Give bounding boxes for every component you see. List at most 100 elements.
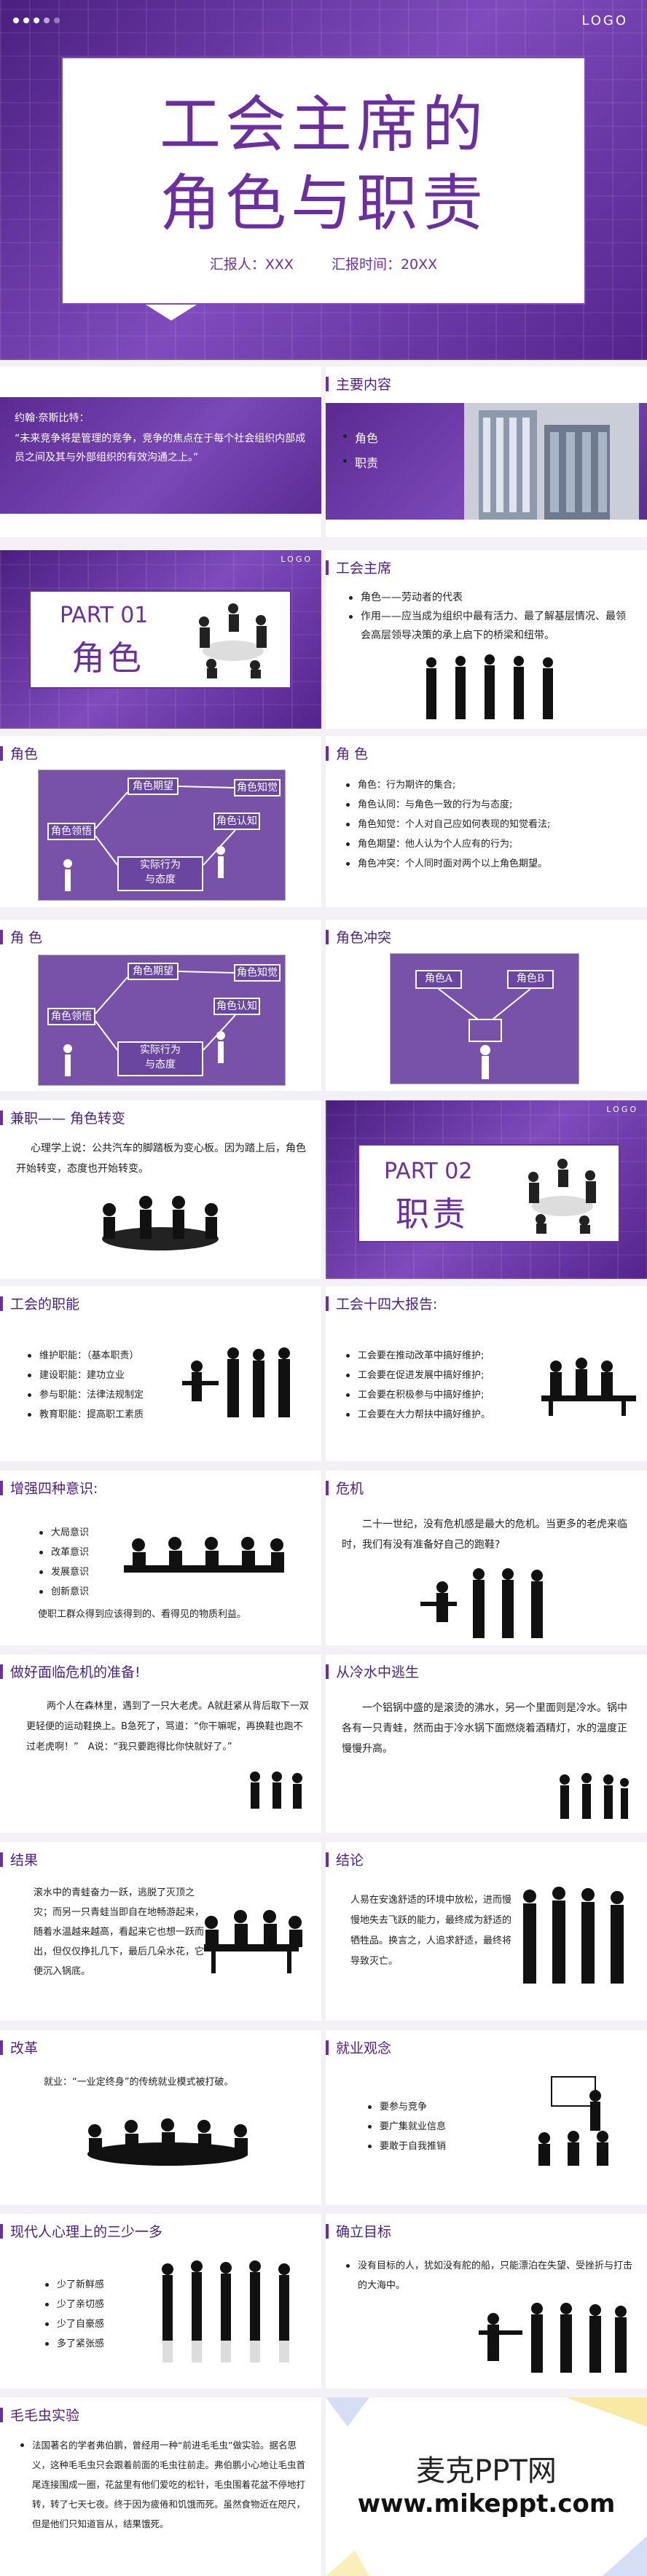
behavior-line1: 实际行为: [140, 1044, 181, 1056]
employment-list: 要参与竞争 要广集就业信息 要敢于自我推销: [366, 2097, 512, 2156]
watermark-line2: www.mikeppt.com: [357, 2489, 616, 2518]
employment-heading: 就业观念: [336, 2040, 392, 2056]
report-item: 工会要在积极参与中搞好维护;: [345, 1385, 534, 1405]
role-diagram: 角色期望 角色知觉 角色领悟 角色认知 实际行为 与态度: [38, 955, 286, 1086]
transform-heading: 兼职—— 角色转变: [10, 1111, 126, 1127]
role-diagram-heading: 角色: [10, 746, 39, 762]
slide-header: 角 色: [326, 743, 368, 763]
contents-slide: 主要内容 角色 职责: [326, 367, 647, 537]
part1-title: 角色: [71, 638, 144, 678]
part2-title: 职责: [396, 1194, 468, 1234]
modern-heading: 现代人心理上的三少一多: [10, 2224, 163, 2240]
caterpillar-heading: 毛毛虫实验: [10, 2408, 80, 2424]
behavior-line2: 与态度: [145, 1059, 176, 1070]
logo: LOGO: [281, 555, 313, 564]
cover-card: [61, 57, 586, 305]
caterpillar-slide: 毛毛虫实验 法国著名的学者弗伯鹏，曾经用一种“前进毛毛虫”做实验。据名思义，这种…: [0, 2397, 321, 2576]
transform-slide: 兼职—— 角色转变 心理学上说：公共汽车的脚踏板为变心板。因为踏上后，角色开始转…: [0, 1100, 321, 1279]
dots-decoration: [13, 17, 60, 23]
role-list-slide: 角 色 角色：行为期许的集合; 角色认同：与角色一致的行为与态度; 角色知觉：个…: [326, 736, 647, 907]
role-list-heading: 角 色: [336, 746, 369, 762]
slide-header: 主要内容: [326, 374, 391, 394]
part1-label: PART 01: [60, 603, 149, 628]
report-item: 工会要在大力帮扶中搞好维护。: [345, 1405, 534, 1425]
chair-heading: 工会主席: [336, 560, 392, 576]
report-slide: 工会十四大报告: 工会要在推动改革中搞好维护; 工会要在促进发展中搞好维护; 工…: [326, 1286, 647, 1461]
awareness-item: 大局意识: [38, 1523, 140, 1543]
conflict-heading: 角色冲突: [336, 930, 392, 946]
duty-item: 维护职能：（基本职责）: [26, 1346, 187, 1366]
role-item: 角色：行为期许的集合;: [345, 775, 636, 795]
quote-text: “未来竞争将是管理的竞争，竞争的焦点在于每个社会组织内部成员之间及其与外部组织的…: [15, 433, 306, 463]
chair-item: 角色——劳动者的代表: [348, 588, 632, 607]
contents-item: 职责: [342, 451, 378, 476]
slide-header: 工会主席: [326, 557, 391, 577]
logo: LOGO: [581, 13, 628, 28]
reform-slide: 改革 就业：“一业定终身”的传统就业模式被打破。: [0, 2030, 321, 2205]
watermark-slide: 麦克PPT网 www.mikeppt.com: [326, 2397, 647, 2576]
cover-slide: LOGO 工会主席的 角色与职责 汇报人：XXX 汇报时间：20XX: [0, 0, 647, 360]
frog-text: 一个铝锅中盛的是滚烫的沸水，另一个里面则是冷水。锅中各有一只青蛙，然而由于冷水锅…: [342, 1702, 627, 1755]
part2-card: [358, 1144, 620, 1242]
contents-list: 角色 职责: [342, 426, 378, 476]
contents-item: 角色: [342, 426, 378, 451]
conclusion-heading: 结论: [336, 1852, 364, 1868]
modern-slide: 现代人心理上的三少一多 少了新鲜感 少了亲切感 少了自豪感 多了紧张感: [0, 2214, 321, 2389]
chair-list: 角色——劳动者的代表 作用——应当成为组织中最有活力、最了解基层情况、最领会高层…: [348, 588, 632, 645]
reporter: 汇报人：XXX: [209, 257, 294, 273]
part1-slide: LOGO PART 01 角色: [0, 550, 321, 729]
diagram-box-cognition: 角色认知: [213, 813, 260, 830]
conflict-box-a: 角色A: [415, 970, 462, 989]
frog-heading: 从冷水中逃生: [336, 1664, 420, 1680]
caterpillar-list: 法国著名的学者弗伯鹏，曾经用一种“前进毛毛虫”做实验。据名思义，这种毛毛虫只会跟…: [19, 2435, 310, 2534]
behavior-line2: 与态度: [145, 874, 176, 885]
part1-card: [29, 590, 291, 689]
meeting-table-silhouette: [124, 1537, 284, 1573]
diagram-box-behavior: 实际行为 与态度: [117, 1041, 203, 1076]
goal-item: 没有目标的人，犹如没有舵的船，只能漂泊在失望、受挫折与打击的大海中。: [345, 2256, 636, 2295]
role-item: 角色期望：他人认为个人应有的行为;: [345, 834, 636, 854]
duties-heading: 工会的职能: [10, 1296, 80, 1312]
duties-list: 维护职能：（基本职责） 建设职能：建功立业 参与职能：法律法规制定 教育职能：提…: [26, 1346, 187, 1425]
team-silhouette: [541, 1358, 636, 1416]
slide-header: 兼职—— 角色转变: [0, 1108, 125, 1127]
duty-item: 建设职能：建功立业: [26, 1366, 187, 1385]
part2-label: PART 02: [384, 1159, 473, 1184]
decor-triangles: [326, 2397, 647, 2576]
diagram-box-understanding: 角色领悟: [47, 1008, 95, 1025]
business-people-silhouette: [426, 654, 553, 719]
presentation-silhouette: [538, 2076, 608, 2166]
contents-heading: 主要内容: [336, 377, 392, 393]
slide-header: 角色冲突: [326, 927, 391, 947]
role-list: 角色：行为期许的集合; 角色认同：与角色一致的行为与态度; 角色知觉：个人对自己…: [345, 775, 636, 874]
slide-header: 从冷水中逃生: [326, 1661, 419, 1681]
business-people-silhouette: [182, 1347, 290, 1417]
diagram-arrows: [63, 971, 236, 1076]
team-silhouette: [479, 2303, 627, 2373]
slide-header: 结果: [0, 1849, 38, 1869]
quote-author: 约翰·奈斯比特：: [15, 412, 90, 424]
modern-item: 少了新鲜感: [44, 2275, 168, 2295]
logo: LOGO: [606, 1105, 638, 1114]
report-heading: 工会十四大报告:: [336, 1296, 438, 1312]
card-notch: [146, 305, 197, 321]
result-text: 滚水中的青蛙奋力一跃，逃脱了灭顶之灾；而另一只青蛙当即自在地畅游起来，随着水温越…: [34, 1887, 205, 1977]
part2-slide: LOGO PART 02 职责: [326, 1100, 647, 1279]
cover-title-line2: 角色与职责: [159, 168, 487, 239]
slide-header: 增强四种意识:: [0, 1478, 98, 1498]
duty-item: 教育职能：提高职工素质: [26, 1405, 187, 1425]
team-silhouette: [560, 1773, 629, 1819]
diagram-box-cognition: 角色认知: [213, 998, 260, 1015]
conclusion-slide: 结论 人易在安逸舒适的环境中放松，进而慢慢地失去飞跃的能力，最终成为舒适的牺牲品…: [326, 1842, 647, 2021]
slide-header: 工会的职能: [0, 1293, 79, 1313]
reform-text: 就业：“一业定终身”的传统就业模式被打破。: [44, 2077, 234, 2088]
diagram-arrows: [63, 786, 236, 891]
duty-item: 参与职能：法律法规制定: [26, 1385, 187, 1405]
slide-header: 角色: [0, 743, 38, 763]
slide-header: 改革: [0, 2037, 38, 2057]
prepare-slide: 做好面临危机的准备! 两个人在森林里，遇到了一只大老虎。A就赶紧从背后取下一双更…: [0, 1654, 321, 1833]
awareness-list: 大局意识 改革意识 发展意识 创新意识: [38, 1523, 140, 1602]
diagram-box-perception: 角色知觉: [234, 779, 281, 796]
awareness-text: 使职工群众得到应该得到的、看得见的物质利益。: [38, 1609, 247, 1620]
slide-header: 做好面临危机的准备!: [0, 1661, 141, 1681]
